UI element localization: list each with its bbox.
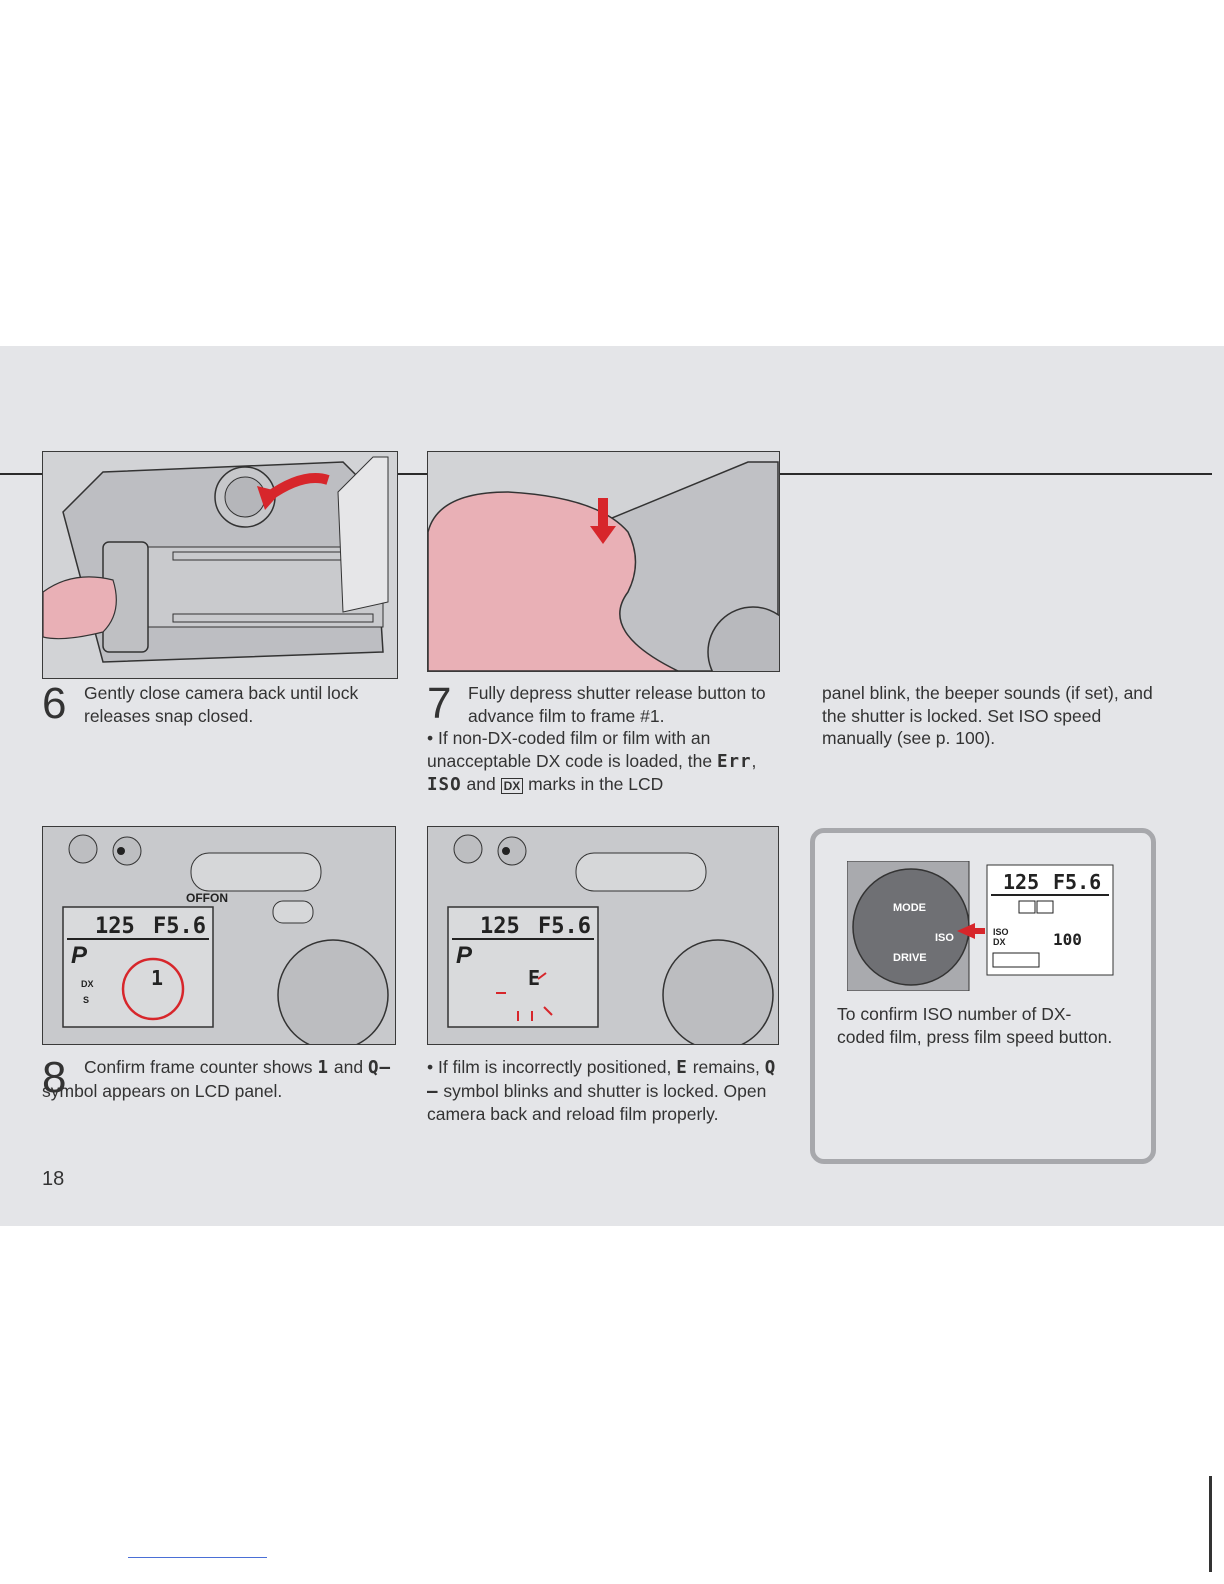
step-8-text-c: symbol appears on LCD panel.	[42, 1080, 283, 1101]
lcd-aperture-err: F5.6	[538, 914, 591, 939]
step-8-text-a: Confirm frame counter shows	[84, 1057, 313, 1077]
lcd-mode-err: P	[456, 942, 473, 969]
lcd-panel-ok-illustration: OFF ON 125 F5.6 P DX S 1	[43, 827, 395, 1044]
note-prefix: • If film is incorrectly positioned,	[427, 1057, 672, 1077]
film-symbol-mark: Q—	[367, 1058, 392, 1078]
iso-button[interactable]: ISO	[935, 932, 954, 944]
lcd-frame-err: E	[528, 966, 540, 990]
switch-off-label: OFF	[186, 891, 210, 905]
step-7-bullet-suffix: marks in the LCD	[528, 774, 664, 794]
step-7-main: Fully depress shutter release button to …	[468, 683, 766, 726]
step-7-bullet-prefix: • If non-DX-coded film or film with an u…	[427, 728, 713, 771]
iso-lcd-label: ISO	[993, 927, 1009, 937]
lcd-mode: P	[71, 942, 88, 969]
note-text: • If film is incorrectly positioned, E r…	[427, 1056, 779, 1126]
lcd-shutter: 125	[95, 914, 135, 939]
step-6-text: Gently close camera back until lock rele…	[84, 683, 359, 726]
link-underline	[128, 1557, 267, 1558]
frame-mark: 1	[317, 1058, 329, 1078]
lcd-shutter-err: 125	[480, 914, 520, 939]
figure-lcd-frame-error: 125 F5.6 P E	[427, 826, 779, 1045]
step-7-continuation: panel blink, the beeper sounds (if set),…	[822, 683, 1153, 748]
figure-shutter-release	[427, 451, 780, 672]
comma: ,	[751, 750, 757, 771]
iso-mark: ISO	[427, 775, 462, 795]
err-mark: Err	[716, 751, 752, 772]
step-number-6: 6	[42, 679, 67, 728]
figure-close-camera-back	[42, 451, 398, 679]
and-word: and	[466, 774, 496, 794]
film-symbol-mark-note: Q—	[427, 1058, 777, 1102]
step-number-7: 7	[427, 679, 452, 728]
figure-iso-button: MODE ISO DRIVE 125 F5.6 ISO DX 100	[847, 861, 1115, 991]
lcd-panel-error-illustration: 125 F5.6 P E	[428, 827, 778, 1044]
dx-lcd-label: DX	[993, 937, 1006, 947]
dx-mark: DX	[500, 778, 524, 794]
camera-back-illustration	[43, 452, 397, 678]
shutter-release-illustration	[428, 452, 779, 671]
figure-lcd-frame-ok: OFF ON 125 F5.6 P DX S 1	[42, 826, 396, 1045]
lcd-frame-ok: 1	[151, 966, 163, 990]
switch-on-label: ON	[210, 891, 228, 905]
step-7-text: Fully depress shutter release button to …	[427, 682, 779, 797]
iso-lcd-aperture: F5.6	[1053, 870, 1101, 894]
step-8-text-b: and	[333, 1057, 364, 1077]
lcd-aperture: F5.6	[153, 914, 206, 939]
step-number-8: 8	[42, 1053, 67, 1102]
mode-button[interactable]: MODE	[893, 902, 926, 914]
lcd-dx: DX	[81, 979, 94, 989]
drive-button[interactable]: DRIVE	[893, 952, 927, 964]
note-suffix: symbol blinks and shutter is locked. Ope…	[427, 1080, 767, 1125]
iso-value: 100	[1053, 930, 1082, 949]
e-mark: E	[676, 1058, 688, 1078]
step-8-text: Confirm frame counter shows 1 and Q— sym…	[42, 1056, 398, 1102]
page-number: 18	[42, 1168, 65, 1190]
note-mid: remains,	[692, 1057, 760, 1077]
iso-button-illustration: MODE ISO DRIVE 125 F5.6 ISO DX 100	[847, 861, 1114, 991]
page-edge	[1209, 1476, 1212, 1572]
lcd-s: S	[83, 995, 89, 1005]
iso-lcd-shutter: 125	[1003, 870, 1039, 894]
tip-box: MODE ISO DRIVE 125 F5.6 ISO DX 100 To co…	[810, 828, 1156, 1164]
tip-text: To confirm ISO number of DX-coded film, …	[837, 1004, 1113, 1047]
